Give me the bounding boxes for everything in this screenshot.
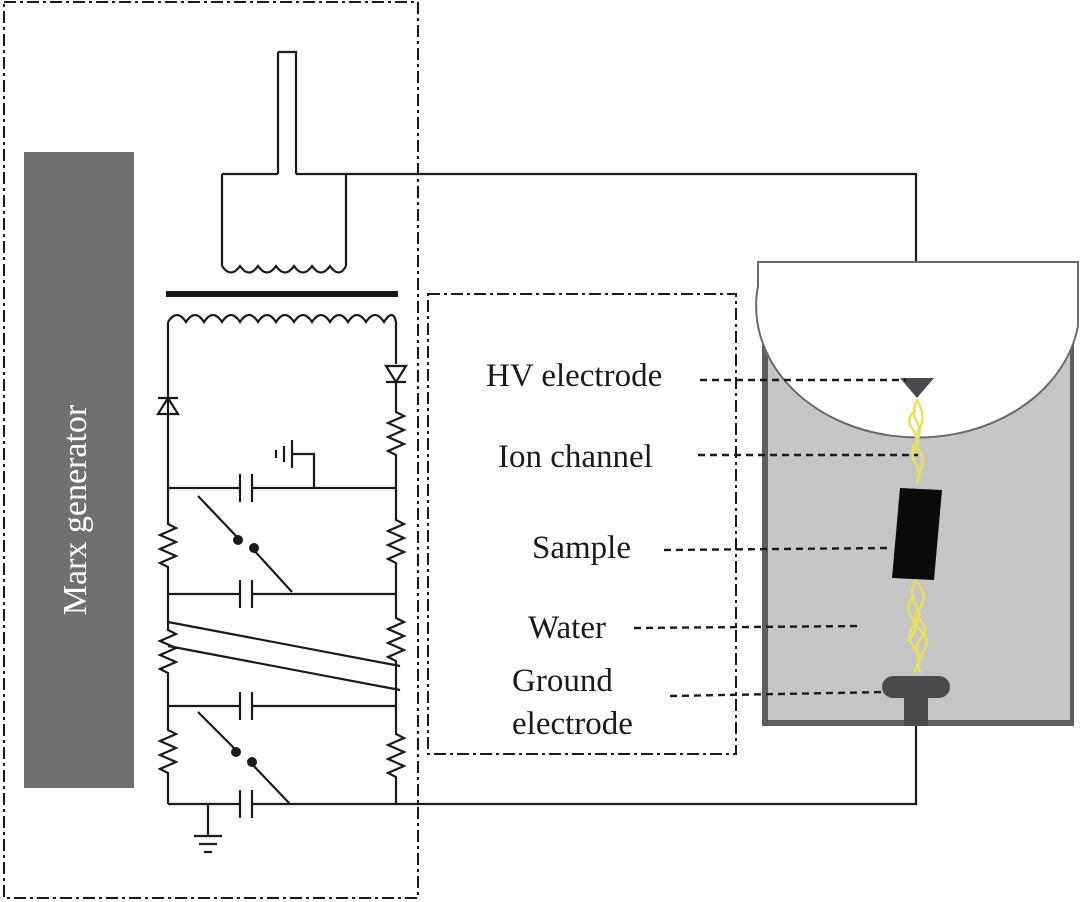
marx-enclosure-outline xyxy=(3,1,419,899)
hv-electrode-label: HV electrode xyxy=(486,358,662,394)
marx-generator-bar xyxy=(24,152,134,788)
pulse-transformer xyxy=(166,50,398,388)
tank-mouth xyxy=(755,261,1079,439)
sample-block xyxy=(892,488,942,580)
right-diode-symbol xyxy=(384,364,408,385)
ion-channel-discharge xyxy=(906,398,928,674)
ground-electrode-label-line2: electrode xyxy=(512,706,633,742)
water-label: Water xyxy=(528,610,606,646)
marx-generator-label: Marx generator xyxy=(57,404,94,615)
label-enclosure-outline xyxy=(427,293,737,755)
water-leader xyxy=(633,624,863,630)
sample-leader xyxy=(663,546,889,552)
ground-electrode xyxy=(882,676,950,726)
ground-return-wire xyxy=(396,724,918,806)
hv-electrode-tip xyxy=(900,378,934,398)
ground-electrode-leader xyxy=(669,690,887,698)
upper-ground-symbol xyxy=(274,440,316,488)
marx-ladder xyxy=(156,364,408,854)
ground-electrode-label-line1: Ground xyxy=(512,663,613,699)
sample-label: Sample xyxy=(532,530,631,566)
ion-channel-label: Ion channel xyxy=(498,439,653,475)
bottom-ground-symbol xyxy=(194,804,222,854)
